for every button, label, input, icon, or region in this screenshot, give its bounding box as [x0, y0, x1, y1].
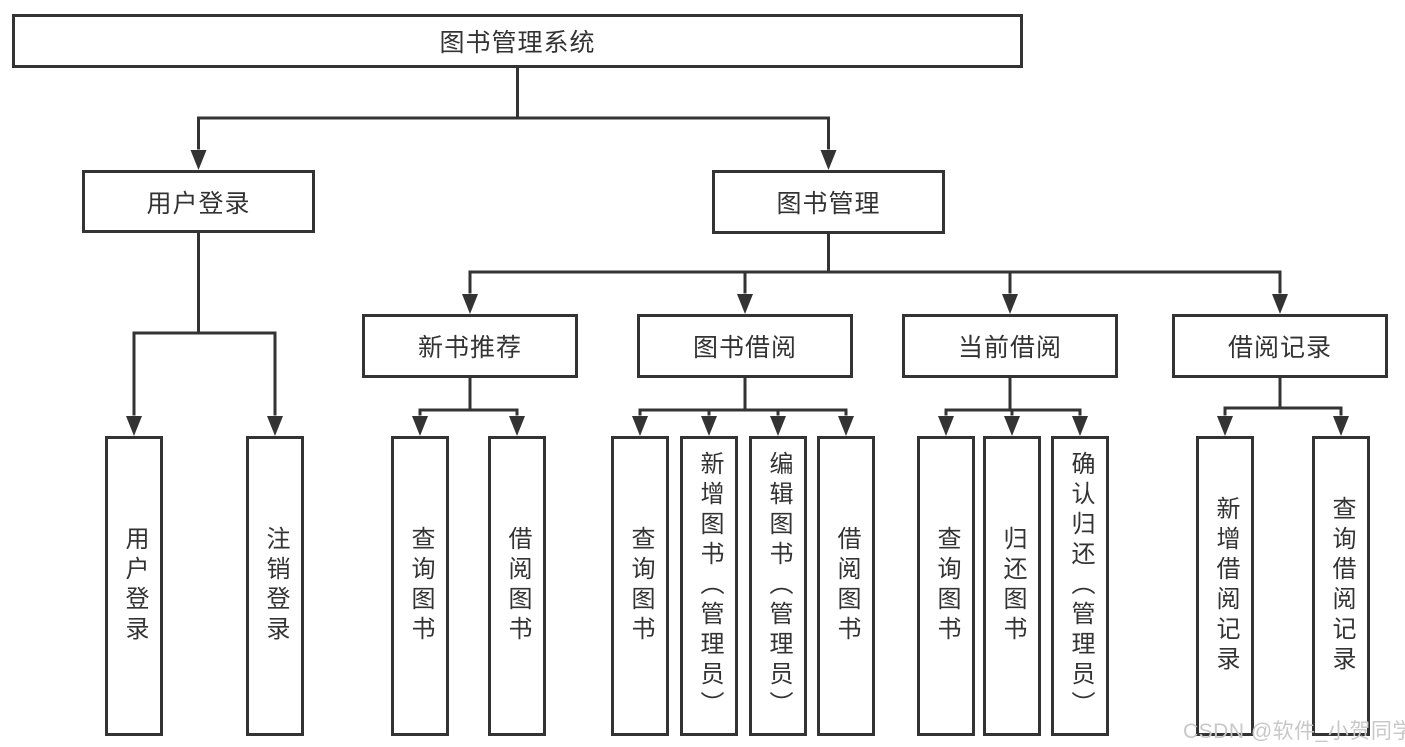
node-user-login-label: 用户登录	[146, 189, 251, 218]
leaf-search-book-recommend-label: 查询图书	[407, 526, 434, 646]
leaf-user-login: 用户登录	[105, 436, 163, 736]
leaf-add-book-admin-label: 新增图书（管理员）	[696, 451, 723, 721]
arrowhead	[126, 416, 142, 436]
arrowhead	[267, 416, 283, 436]
leaf-logout: 注销登录	[246, 436, 304, 736]
node-borrow-records-label: 借阅记录	[1227, 334, 1332, 362]
node-borrow-records: 借阅记录	[1172, 314, 1388, 378]
arrowhead	[1004, 416, 1020, 436]
connector-book-borrow	[638, 376, 848, 416]
node-new-book-recommend: 新书推荐	[362, 314, 578, 378]
leaf-confirm-return-admin-label: 确认归还（管理员）	[1067, 451, 1094, 721]
leaf-search-borrow-record: 查询借阅记录	[1312, 436, 1370, 736]
leaf-add-borrow-record: 新增借阅记录	[1196, 436, 1254, 736]
leaf-logout-label: 注销登录	[262, 526, 289, 646]
node-book-management-label: 图书管理	[776, 190, 881, 218]
arrowhead	[838, 416, 854, 436]
arrowhead	[1002, 294, 1018, 314]
leaf-borrow-book-label: 借阅图书	[833, 526, 860, 646]
csdn-watermark: CSDN @软件_小贺同学	[1183, 720, 1405, 743]
node-book-borrow: 图书借阅	[637, 314, 853, 378]
leaf-add-borrow-record-label: 新增借阅记录	[1212, 496, 1239, 676]
connector-new-book-recommend	[418, 376, 519, 416]
connector-current-borrow	[944, 376, 1082, 416]
connector-borrow-records	[1223, 376, 1343, 416]
arrowhead	[820, 150, 837, 170]
leaf-return-book: 归还图书	[983, 436, 1041, 736]
leaf-search-book-current: 查询图书	[917, 436, 975, 736]
leaf-add-book-admin: 新增图书（管理员）	[680, 436, 738, 736]
arrowhead	[412, 416, 428, 436]
connector-root	[197, 66, 830, 150]
arrowhead	[1333, 416, 1349, 436]
leaf-borrow-book-recommend-label: 借阅图书	[504, 526, 531, 646]
node-current-borrow-label: 当前借阅	[957, 334, 1062, 362]
leaf-search-borrow-record-label: 查询借阅记录	[1328, 496, 1355, 676]
node-user-login: 用户登录	[82, 170, 315, 233]
leaf-search-book-current-label: 查询图书	[933, 526, 960, 646]
arrowhead	[737, 294, 753, 314]
arrowhead	[770, 416, 786, 436]
arrowhead	[509, 416, 525, 436]
leaf-search-book-borrow-label: 查询图书	[627, 526, 654, 646]
leaf-confirm-return-admin: 确认归还（管理员）	[1051, 436, 1109, 736]
leaf-user-login-label: 用户登录	[121, 526, 148, 646]
arrowhead	[632, 416, 648, 436]
leaf-search-book-borrow: 查询图书	[611, 436, 669, 736]
arrowhead	[462, 294, 478, 314]
arrowhead	[1072, 416, 1088, 436]
connector-user-login	[132, 231, 277, 416]
arrowhead	[190, 150, 207, 170]
connector-book-management	[468, 232, 1282, 294]
leaf-search-book-recommend: 查询图书	[391, 436, 449, 736]
node-book-management: 图书管理	[712, 170, 945, 234]
leaf-edit-book-admin: 编辑图书（管理员）	[749, 436, 807, 736]
leaf-edit-book-admin-label: 编辑图书（管理员）	[765, 451, 792, 721]
arrowhead	[1272, 294, 1288, 314]
node-new-book-recommend-label: 新书推荐	[417, 334, 522, 362]
arrowhead	[1217, 416, 1233, 436]
node-current-borrow: 当前借阅	[902, 314, 1118, 378]
node-book-borrow-label: 图书借阅	[692, 334, 797, 362]
node-root: 图书管理系统	[12, 14, 1023, 68]
arrowhead	[701, 416, 717, 436]
arrowhead	[938, 416, 954, 436]
node-root-label: 图书管理系统	[439, 29, 596, 57]
leaf-borrow-book-recommend: 借阅图书	[488, 436, 546, 736]
leaf-borrow-book: 借阅图书	[817, 436, 875, 736]
leaf-return-book-label: 归还图书	[999, 526, 1026, 646]
